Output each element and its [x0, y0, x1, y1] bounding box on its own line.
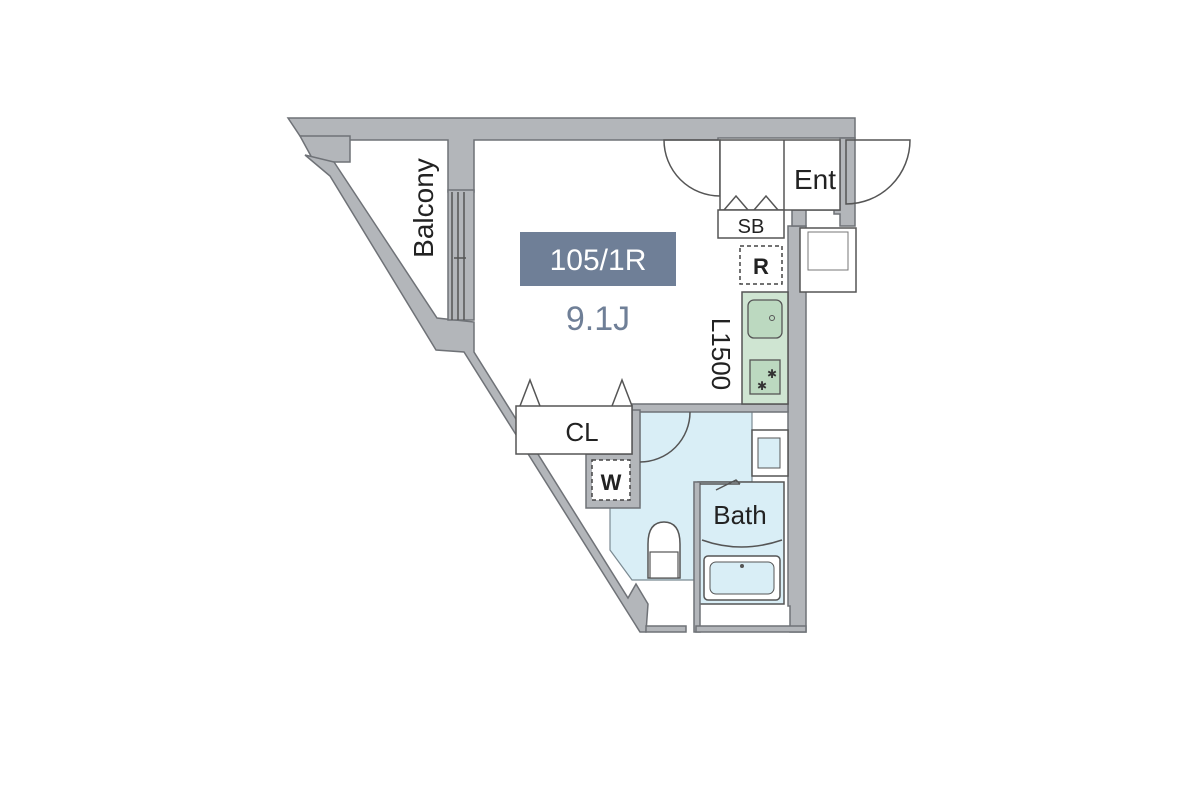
fridge-mark	[739, 245, 783, 285]
sink-drain-icon	[769, 315, 775, 321]
entrance-label: Ent	[794, 164, 836, 195]
stove-burner-icon: ✱	[767, 367, 777, 381]
diagonal-wall	[304, 154, 649, 633]
wash-basin-bowl	[757, 437, 781, 469]
washroom-door	[639, 411, 691, 463]
unit-badge: 105/1R	[550, 244, 647, 277]
bathtub-inner	[709, 561, 775, 595]
bath-label: Bath	[713, 500, 767, 530]
bottom-wall-left	[645, 625, 687, 633]
closet	[515, 405, 633, 455]
entrance-floor	[719, 139, 841, 211]
unit-badge-bg	[520, 232, 676, 286]
kitchen-sink	[747, 299, 783, 339]
entrance-door-right	[845, 139, 911, 205]
bath-divider	[701, 539, 783, 548]
bottom-wall-right	[695, 625, 807, 633]
washer-mark	[591, 459, 631, 501]
stove-burner-icon: ✱	[757, 379, 767, 393]
washer-label: W	[601, 470, 622, 495]
kitchen-length-label: L1500	[706, 318, 736, 390]
kitchen-stove	[749, 359, 781, 395]
balcony-label: Balcony	[408, 158, 439, 258]
bath-door-swing	[715, 479, 741, 491]
entrance-door-left	[663, 139, 721, 197]
toilet-tank	[649, 551, 679, 579]
shoe-box-door	[723, 194, 749, 211]
shoe-box	[717, 209, 785, 239]
bath-left-wall	[693, 481, 701, 633]
shoe-box-label: SB	[738, 216, 765, 238]
closet-door	[611, 377, 633, 407]
balcony-corner-wall	[298, 135, 351, 163]
shoe-box-door	[753, 194, 779, 211]
meter-box-inner	[807, 231, 849, 271]
bathtub-drain-icon	[740, 564, 744, 568]
room-size: 9.1J	[566, 300, 630, 338]
closet-door	[519, 377, 541, 407]
fridge-label: R	[753, 254, 769, 279]
closet-label: CL	[565, 417, 598, 447]
partition-wall	[631, 403, 789, 413]
